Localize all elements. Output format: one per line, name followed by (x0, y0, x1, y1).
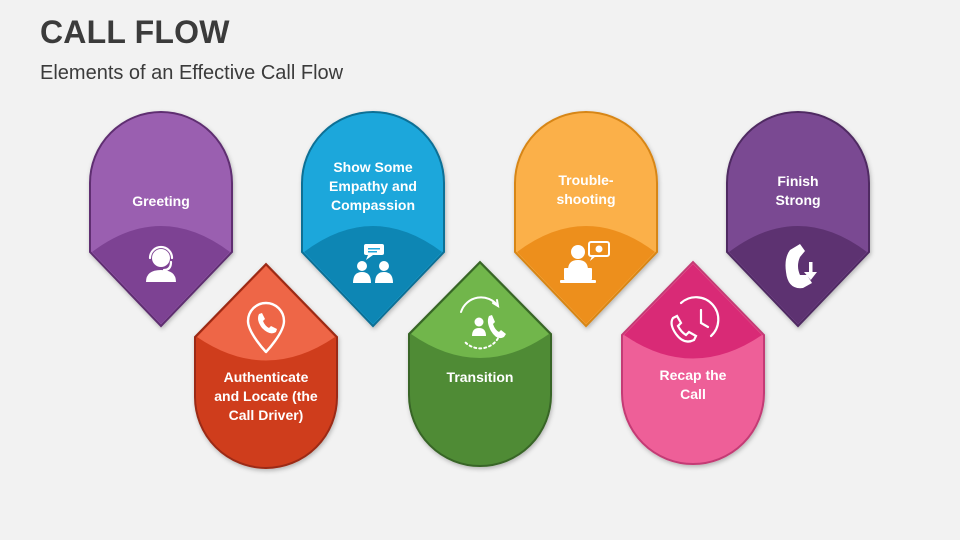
step-transition (408, 260, 552, 467)
label-line: and Locate (the (214, 388, 318, 404)
agent-laptop-gear-icon (560, 241, 610, 283)
step-label-troubleshooting: Trouble- shooting (521, 171, 651, 209)
phone-location-pin-icon (246, 301, 286, 354)
label-line: Empathy and (329, 178, 417, 194)
phone-clock-icon (670, 296, 720, 343)
step-label-recap: Recap the Call (628, 366, 758, 404)
step-troubleshooting (514, 111, 658, 328)
phone-hangup-icon (785, 244, 817, 289)
page-subtitle: Elements of an Effective Call Flow (40, 62, 344, 84)
label-line: Authenticate (223, 369, 309, 385)
page-title: CALL FLOW (40, 14, 230, 50)
label-line: Call (680, 386, 706, 402)
headset-agent-icon (146, 245, 176, 282)
step-label-transition: Transition (415, 368, 545, 387)
label-line: Strong (775, 192, 821, 208)
step-empathy (301, 111, 445, 328)
label-line: Recap the (659, 367, 727, 383)
step-label-finish-strong: Finish Strong (733, 172, 863, 210)
phone-transfer-icon (460, 296, 506, 350)
step-label-authenticate: Authenticate and Locate (the Call Driver… (201, 368, 331, 425)
step-authenticate (194, 262, 338, 469)
label-line: Trouble- (558, 172, 614, 188)
label-line: shooting (556, 191, 616, 207)
two-people-chat-icon (353, 244, 393, 283)
label-line: Transition (446, 369, 514, 385)
step-label-greeting: Greeting (96, 192, 226, 211)
label-line: Greeting (132, 193, 190, 209)
label-line: Call Driver) (228, 407, 304, 423)
label-line: Compassion (330, 197, 415, 213)
step-greeting (89, 111, 233, 328)
step-label-empathy: Show Some Empathy and Compassion (308, 158, 438, 215)
label-line: Show Some (333, 159, 413, 175)
label-line: Finish (777, 173, 819, 189)
step-recap (621, 260, 765, 465)
step-finish-strong (726, 111, 870, 328)
